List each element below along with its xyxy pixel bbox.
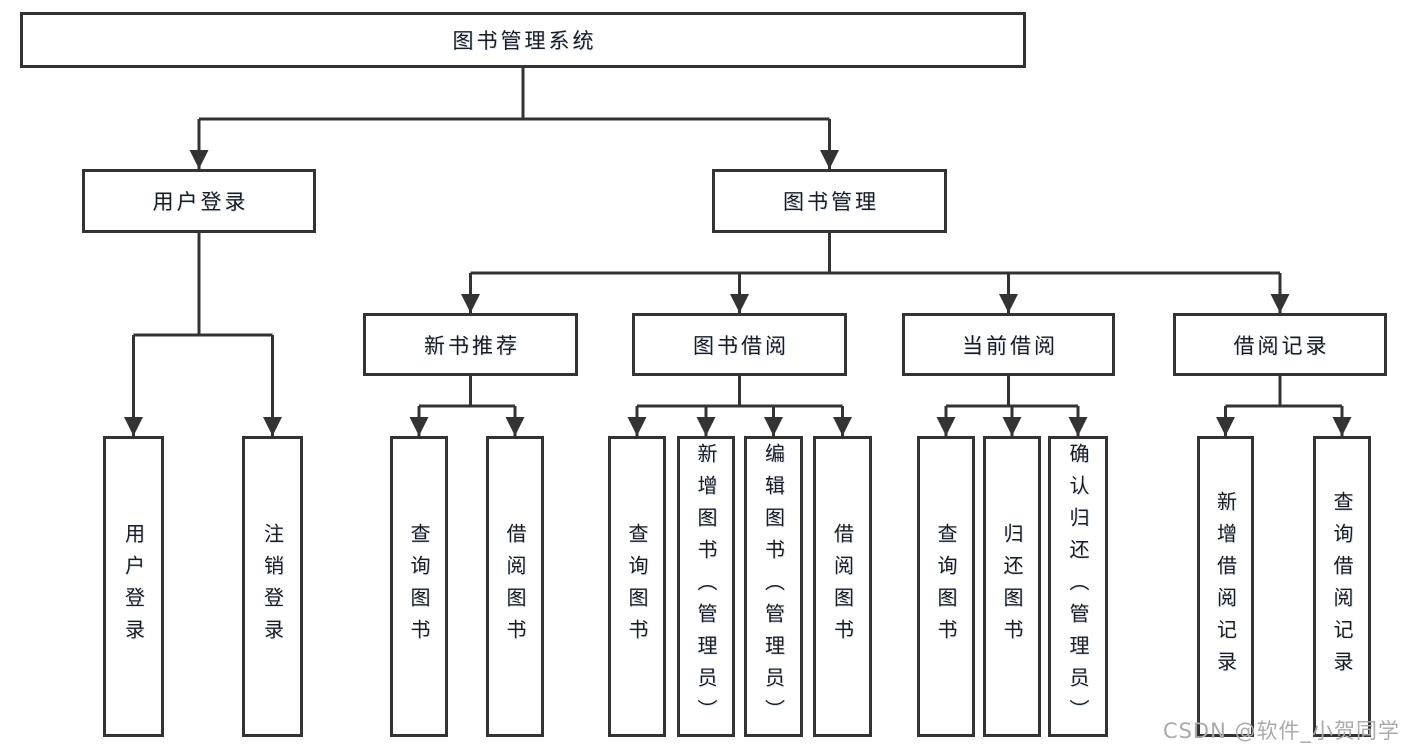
- leaf-new-book-query-books: 查询图书: [390, 436, 448, 737]
- leaf-logout-label: 注销登录: [260, 522, 285, 651]
- leaf-current-query-books-label: 查询图书: [934, 522, 958, 651]
- leaf-borrow-query-books: 查询图书: [608, 436, 666, 737]
- node-borrow-record-label: 借阅记录: [1233, 333, 1330, 358]
- leaf-query-borrow-record: 查询借阅记录: [1313, 436, 1371, 737]
- leaf-borrow-book-label: 借阅图书: [830, 522, 855, 651]
- node-book-borrow: 图书借阅: [632, 313, 847, 376]
- leaf-edit-book-admin: 编辑图书（管理员）: [744, 436, 803, 737]
- leaf-confirm-return-admin: 确认归还（管理员）: [1048, 436, 1108, 737]
- node-current-borrow: 当前借阅: [902, 313, 1115, 376]
- leaf-borrow-book: 借阅图书: [813, 436, 872, 737]
- watermark: CSDN @软件_小贺同学: [1162, 719, 1400, 743]
- leaf-add-book-admin-label: 新增图书（管理员）: [694, 442, 718, 731]
- leaf-current-query-books: 查询图书: [917, 436, 975, 737]
- leaf-edit-book-admin-label: 编辑图书（管理员）: [761, 442, 786, 731]
- node-book-management: 图书管理: [712, 169, 947, 233]
- leaf-add-borrow-record: 新增借阅记录: [1197, 436, 1254, 737]
- node-new-book-recommend: 新书推荐: [363, 313, 578, 376]
- node-root-system-label: 图书管理系统: [452, 29, 597, 53]
- node-book-borrow-label: 图书借阅: [693, 333, 789, 358]
- leaf-query-borrow-record-label: 查询借阅记录: [1330, 490, 1354, 683]
- node-book-management-label: 图书管理: [783, 190, 879, 214]
- leaf-logout: 注销登录: [242, 436, 303, 737]
- leaf-confirm-return-admin-label: 确认归还（管理员）: [1066, 442, 1090, 731]
- leaf-new-book-borrow-book-label: 借阅图书: [503, 522, 527, 651]
- leaf-return-book-label: 归还图书: [1000, 522, 1024, 651]
- leaf-add-book-admin: 新增图书（管理员）: [677, 436, 735, 737]
- leaf-new-book-query-books-label: 查询图书: [407, 522, 431, 651]
- node-root-system: 图书管理系统: [20, 12, 1026, 68]
- leaf-user-login: 用户登录: [103, 436, 164, 737]
- node-current-borrow-label: 当前借阅: [962, 333, 1058, 358]
- leaf-new-book-borrow-book: 借阅图书: [486, 436, 544, 737]
- node-user-login-label: 用户登录: [152, 190, 249, 214]
- node-borrow-record: 借阅记录: [1173, 313, 1387, 376]
- node-new-book-recommend-label: 新书推荐: [424, 333, 520, 358]
- leaf-borrow-query-books-label: 查询图书: [625, 522, 649, 651]
- node-user-login: 用户登录: [82, 169, 316, 233]
- leaf-return-book: 归还图书: [983, 436, 1041, 737]
- leaf-user-login-label: 用户登录: [121, 522, 146, 651]
- leaf-add-borrow-record-label: 新增借阅记录: [1213, 490, 1238, 683]
